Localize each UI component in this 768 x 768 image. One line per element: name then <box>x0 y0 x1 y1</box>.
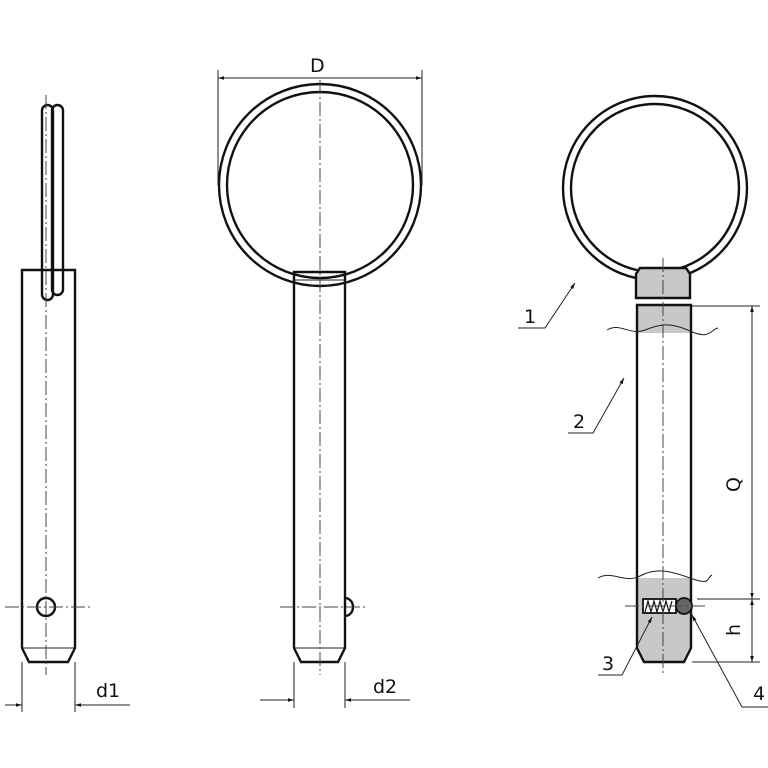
callout-leader <box>598 616 653 676</box>
break-line <box>606 324 719 336</box>
dim-Q: Q <box>723 477 745 492</box>
callout-leader <box>568 377 625 434</box>
dim-d2: d2 <box>373 676 397 698</box>
callout-leader <box>691 614 768 708</box>
dim-D: D <box>310 55 325 77</box>
break-line <box>597 570 713 582</box>
ring <box>561 94 749 282</box>
callout-4: 4 <box>753 683 765 705</box>
ring-inner <box>569 102 741 274</box>
side-view: d1 <box>5 95 130 712</box>
front-view: D d2 <box>217 55 423 708</box>
dim-h: h <box>723 624 745 636</box>
callout-3: 3 <box>602 653 614 675</box>
callout-1: 1 <box>524 306 536 328</box>
callout-2: 2 <box>573 411 585 433</box>
section-view: Q h 1 2 3 4 <box>518 94 768 708</box>
upper-section-fill <box>637 305 691 333</box>
pin-head <box>634 266 692 300</box>
dim-d1: d1 <box>96 680 120 702</box>
pin-body <box>20 268 77 664</box>
callout-leader <box>518 282 576 329</box>
lower-section-fill <box>637 578 691 662</box>
pin-body <box>635 303 693 664</box>
ring-edge <box>50 103 65 297</box>
